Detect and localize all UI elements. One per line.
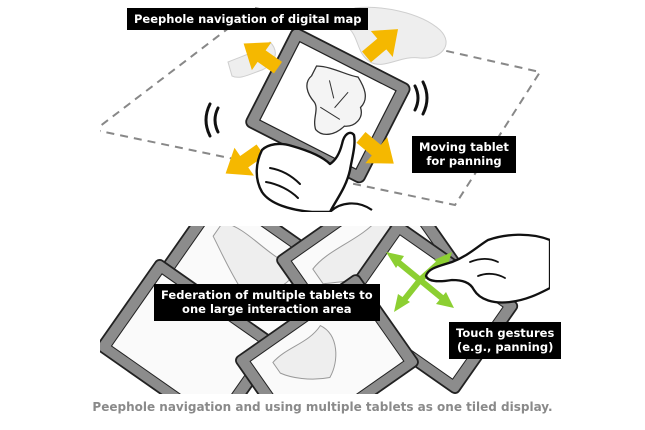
label-moving-tablet: Moving tablet for panning [412, 136, 516, 173]
label-line: Moving tablet [419, 140, 509, 154]
hand [255, 131, 356, 212]
motion-lines [204, 80, 429, 138]
arrow-icon [436, 292, 454, 308]
top-panel [100, 6, 542, 212]
arrow-icon [225, 144, 265, 176]
label-line: for panning [426, 154, 502, 169]
label-line: Touch gestures [456, 326, 555, 340]
label-federation: Federation of multiple tablets to one la… [154, 284, 380, 321]
arrow-icon [361, 29, 399, 63]
arrow-icon [356, 131, 394, 164]
arrow-icon [386, 252, 404, 268]
figure-caption: Peephole navigation and using multiple t… [92, 400, 553, 414]
label-line: one large interaction area [182, 302, 352, 317]
label-line: Federation of multiple tablets to [161, 288, 373, 302]
map-boundary-dashed [100, 6, 542, 207]
hand [424, 233, 550, 304]
arrow-icon [394, 294, 410, 312]
label-touch-gestures: Touch gestures (e.g., panning) [449, 322, 562, 359]
label-peephole-navigation: Peephole navigation of digital map [127, 8, 369, 31]
gesture-arrows [386, 252, 454, 312]
map-on-screen [306, 65, 366, 135]
movement-arrows [225, 29, 399, 176]
arrow-icon [243, 42, 283, 74]
label-line: (e.g., panning) [456, 340, 554, 355]
